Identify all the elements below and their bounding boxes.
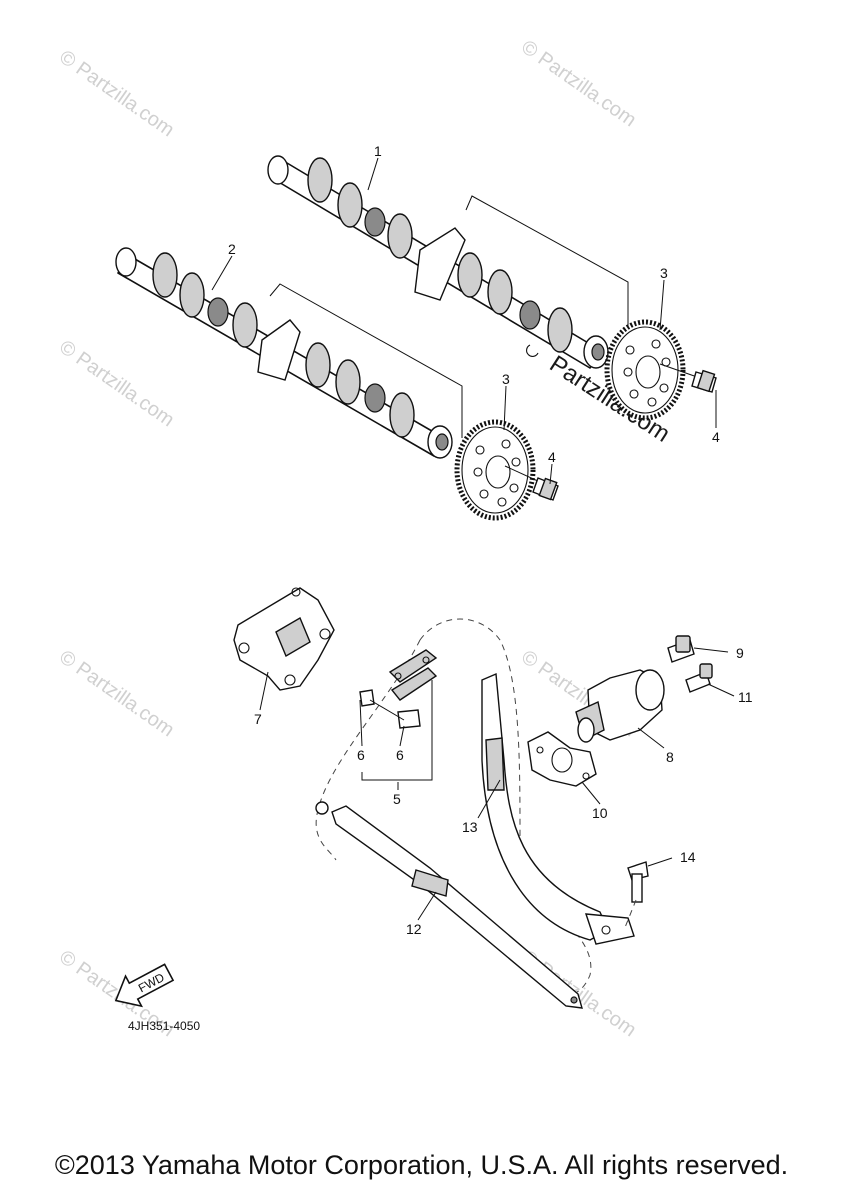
callout-4-lower: 4 (548, 449, 556, 465)
callout-6-left: 6 (357, 747, 365, 763)
callout-11: 11 (738, 689, 753, 705)
sprocket-upper (604, 319, 686, 421)
sprocket-lower (454, 419, 536, 521)
callout-7: 7 (254, 711, 262, 727)
small-bolt (685, 663, 713, 693)
timing-chain (315, 618, 592, 996)
callout-14: 14 (680, 849, 696, 865)
tensioner (575, 669, 665, 743)
bolt-upper (659, 363, 717, 393)
camshaft-1 (267, 155, 609, 369)
callout-6-right: 6 (396, 747, 404, 763)
leader-lines (211, 157, 735, 921)
guide-bolt (623, 861, 649, 931)
watermark-layer: © Partzilla.com © Partzilla.com © Partzi… (55, 36, 675, 1041)
callout-9: 9 (736, 645, 744, 661)
chain-guide-rear (481, 672, 635, 945)
callout-4-upper: 4 (712, 429, 720, 445)
callout-3-lower: 3 (502, 371, 510, 387)
diagram-code: 4JH351-4050 (128, 1019, 200, 1033)
callout-labels: 1 2 3 3 4 4 5 6 6 7 8 9 10 11 12 13 14 (228, 143, 753, 937)
tensioner-bolt (667, 635, 695, 663)
bolt-lower (504, 465, 559, 501)
chain-guide-top (233, 587, 335, 691)
chain-guide-front (315, 801, 583, 1009)
callout-1: 1 (374, 143, 382, 159)
callout-5: 5 (393, 791, 401, 807)
callout-3-upper: 3 (660, 265, 668, 281)
gasket (527, 731, 597, 787)
chain-link-assembly (359, 649, 438, 729)
watermark-2: © Partzilla.com (517, 36, 640, 131)
callout-12: 12 (406, 921, 422, 937)
callout-2: 2 (228, 241, 236, 257)
callout-8: 8 (666, 749, 674, 765)
camshaft-2 (115, 247, 453, 459)
watermark-3: © Partzilla.com (55, 336, 178, 431)
callout-13: 13 (462, 819, 478, 835)
callout-10: 10 (592, 805, 608, 821)
watermark-1: © Partzilla.com (55, 46, 178, 141)
bracket-cam-1 (465, 195, 629, 340)
watermark-4: © Partzilla.com (55, 646, 178, 741)
copyright-notice: ©2013 Yamaha Motor Corporation, U.S.A. A… (54, 1150, 789, 1180)
bracket-cam-2 (269, 283, 463, 438)
